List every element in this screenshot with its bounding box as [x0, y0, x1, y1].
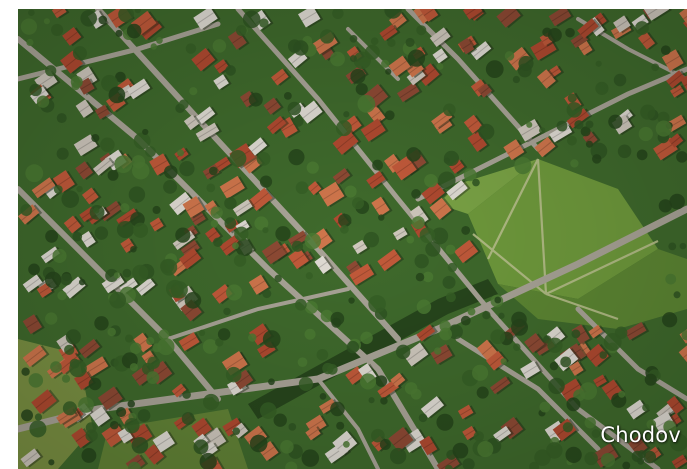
photo-shading: [18, 9, 687, 469]
place-label-chodov: Chodov: [600, 423, 681, 447]
aerial-photo[interactable]: Chodov: [18, 9, 687, 469]
aerial-photo-canvas: [18, 9, 687, 469]
